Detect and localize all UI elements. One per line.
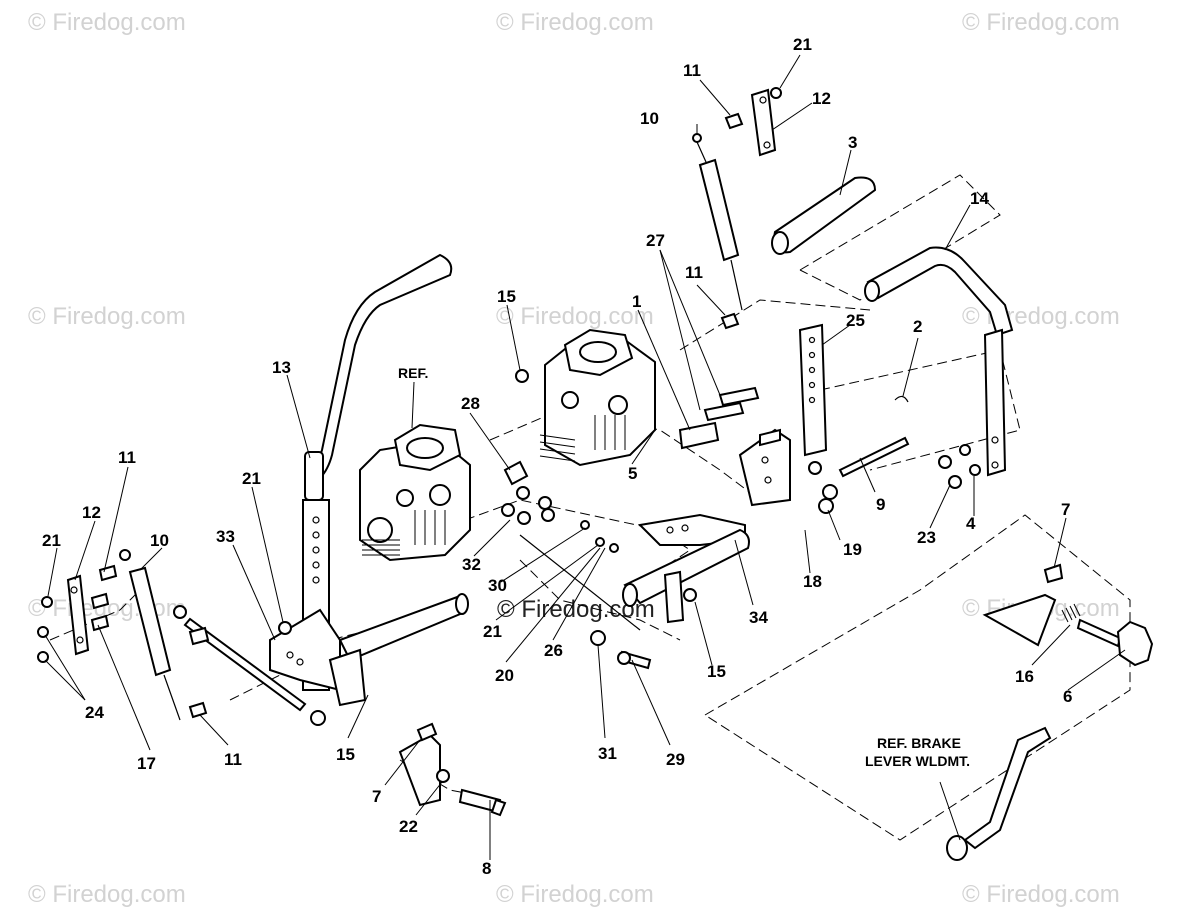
callout-32: 32 — [462, 555, 481, 574]
bottom-bracket — [398, 722, 507, 817]
callout-30: 30 — [488, 576, 507, 595]
callout-31: 31 — [598, 744, 617, 763]
watermark: © Firedog.com — [496, 303, 654, 330]
callouts: 21 12 11 10 3 14 27 11 15 1 25 2 13 REF.… — [42, 35, 1072, 878]
callout-11: 11 — [118, 448, 136, 467]
right-bracket — [982, 563, 1154, 667]
callout-7: 7 — [1061, 500, 1070, 519]
callout-14: 14 — [970, 189, 989, 208]
brake-ref-line2: LEVER WLDMT. — [865, 753, 970, 769]
callout-21: 21 — [793, 35, 812, 54]
callout-11: 11 — [224, 750, 242, 769]
callout-1: 1 — [632, 292, 641, 311]
pump-plate — [678, 386, 791, 507]
watermark: © Firedog.com — [28, 881, 186, 908]
grip-tube — [771, 176, 877, 255]
callout-25: 25 — [846, 311, 865, 330]
callout-23: 23 — [917, 528, 936, 547]
vertical-bracket — [798, 323, 828, 457]
right-control-lever — [864, 246, 1014, 477]
callout-15: 15 — [497, 287, 516, 306]
callout-33: 33 — [216, 527, 235, 546]
callout-9: 9 — [876, 495, 885, 514]
callout-27: 27 — [646, 231, 665, 250]
callout-22: 22 — [399, 817, 418, 836]
callout-26: 26 — [544, 641, 563, 660]
hydrostatic-pump-left — [359, 423, 471, 562]
rod-and-clip — [808, 395, 981, 514]
linkage-rod — [173, 605, 326, 726]
watermark: © Firedog.com — [962, 881, 1120, 908]
lower-fasteners — [590, 630, 652, 670]
watermark: © Firedog.com — [496, 881, 654, 908]
callout-6: 6 — [1063, 687, 1072, 706]
callout-13: 13 — [272, 358, 291, 377]
callout-21: 21 — [42, 531, 61, 550]
callout-10: 10 — [150, 531, 169, 550]
callout-15: 15 — [707, 662, 726, 681]
callout-15: 15 — [336, 745, 355, 764]
watermark: © Firedog.com — [962, 9, 1120, 36]
callout-11: 11 — [683, 61, 701, 80]
callout-20: 20 — [495, 666, 514, 685]
callout-17: 17 — [137, 754, 156, 773]
callout-10: 10 — [640, 109, 659, 128]
callout-4: 4 — [966, 514, 976, 533]
callout-7: 7 — [372, 787, 381, 806]
callout-12: 12 — [812, 89, 831, 108]
callout-11: 11 — [685, 263, 703, 282]
callout-19: 19 — [843, 540, 862, 559]
pivot-shaft — [622, 513, 750, 624]
callout-5: 5 — [628, 464, 637, 483]
callout-12: 12 — [82, 503, 101, 522]
ref-label: REF. — [398, 365, 428, 381]
callout-24: 24 — [85, 703, 104, 722]
upper-gas-spring — [692, 87, 782, 330]
callout-21: 21 — [483, 622, 502, 641]
callout-2: 2 — [913, 317, 922, 336]
callout-16: 16 — [1015, 667, 1034, 686]
hydrostatic-pump-right — [539, 328, 656, 467]
brake-ref-line1: REF. BRAKE — [877, 735, 961, 751]
callout-3: 3 — [848, 133, 857, 152]
left-crossbar-tube — [328, 593, 469, 707]
callout-34: 34 — [749, 608, 768, 627]
watermark: © Firedog.com — [28, 303, 186, 330]
callout-21: 21 — [242, 469, 261, 488]
callout-8: 8 — [482, 859, 491, 878]
callout-29: 29 — [666, 750, 685, 769]
watermark: © Firedog.com — [496, 9, 654, 36]
leader-lines — [44, 54, 1126, 860]
callout-18: 18 — [803, 572, 822, 591]
brake-lever — [946, 726, 1052, 861]
callout-28: 28 — [461, 394, 480, 413]
watermark: © Firedog.com — [28, 9, 186, 36]
center-fasteners — [501, 369, 641, 631]
